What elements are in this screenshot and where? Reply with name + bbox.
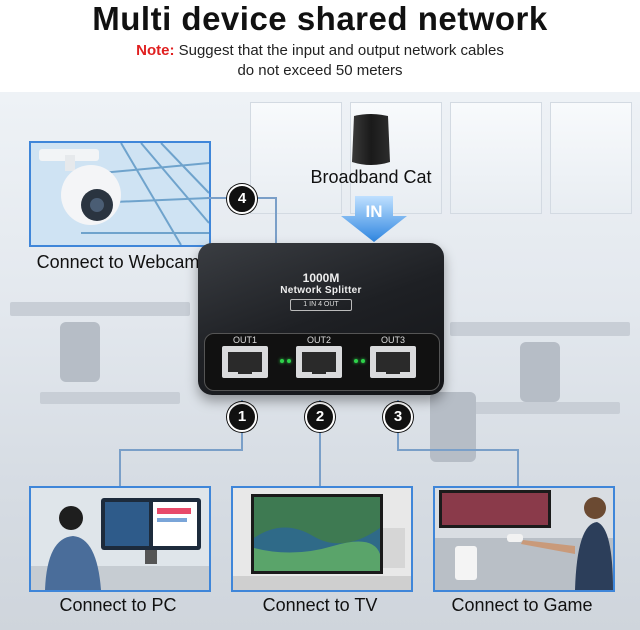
port-label-out1: OUT1 <box>232 335 257 345</box>
port-label-out3: OUT3 <box>380 335 405 345</box>
note-label: Note: <box>136 42 175 59</box>
status-led <box>287 359 291 363</box>
rj45-port-out1 <box>222 346 268 378</box>
tv-panel <box>231 486 413 592</box>
tv-connector <box>319 400 321 486</box>
office-desk <box>470 402 620 414</box>
status-led <box>354 359 358 363</box>
status-led <box>361 359 365 363</box>
port-label-out2: OUT2 <box>306 335 331 345</box>
office-desk <box>450 322 630 336</box>
pc-connector <box>119 449 121 486</box>
badge-2: 2 <box>305 402 335 432</box>
game-image <box>435 488 613 590</box>
pc-panel <box>29 486 211 592</box>
office-chair <box>430 392 476 462</box>
office-chair <box>60 322 100 382</box>
rj45-port-out3 <box>370 346 416 378</box>
tv-image <box>233 488 411 590</box>
page-title: Multi device shared network <box>92 0 548 37</box>
tv-caption: Connect to TV <box>262 595 378 615</box>
splitter-name: Network Splitter <box>280 285 362 296</box>
webcam-caption: Connect to Webcam <box>36 252 200 272</box>
game-caption: Connect to Game <box>451 595 593 615</box>
webcam-image <box>31 143 209 245</box>
router-icon <box>352 114 390 165</box>
router-caption: Broadband Cat <box>310 167 432 187</box>
in-label: IN <box>365 202 383 221</box>
network-splitter: 1000M Network Splitter 1 IN 4 OUT OUT1 O… <box>198 243 444 395</box>
game-panel <box>433 486 615 592</box>
note-line-1: Suggest that the input and output networ… <box>174 42 504 59</box>
splitter-model: 1000M <box>302 271 340 285</box>
pc-caption: Connect to PC <box>59 595 177 615</box>
office-chair <box>520 342 560 402</box>
badge-3: 3 <box>383 402 413 432</box>
pc-image <box>31 488 209 590</box>
note-line-2: do not exceed 50 meters <box>237 62 403 79</box>
window-pane <box>450 102 542 214</box>
game-connector <box>517 449 519 486</box>
status-led <box>280 359 284 363</box>
badge-1: 1 <box>227 402 257 432</box>
window-pane <box>550 102 632 214</box>
office-desk <box>10 302 190 316</box>
note-text: Note: Suggest that the input and output … <box>0 41 640 81</box>
window-pane <box>250 102 342 214</box>
game-connector <box>397 449 519 451</box>
pc-connector <box>119 449 243 451</box>
in-arrow-icon <box>341 196 407 242</box>
splitter-spec: 1 IN 4 OUT <box>290 299 352 311</box>
webcam-panel <box>29 141 211 247</box>
rj45-port-out2 <box>296 346 342 378</box>
badge-4: 4 <box>227 184 257 214</box>
office-desk <box>40 392 180 404</box>
webcam-connector <box>275 197 277 245</box>
